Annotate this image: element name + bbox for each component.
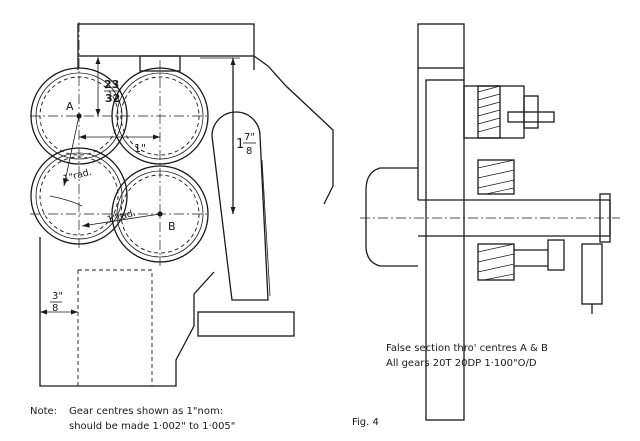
- front-view: A B 23 32 1" 1 7" 8 1"rad. 1"rad. 3" 8: [30, 22, 334, 387]
- caption-line-2: All gears 20T 20DP 1·100"O/D: [386, 358, 537, 369]
- radius-arc-1: [49, 195, 83, 207]
- arrowhead: [95, 57, 101, 64]
- dim-23-32-num: 23: [104, 78, 119, 91]
- arrowhead: [71, 309, 78, 315]
- lower-collar: [547, 239, 565, 271]
- upper-pin: [507, 111, 555, 123]
- note-label: Note:: [30, 406, 57, 417]
- dim-3-8-num: 3": [52, 291, 63, 302]
- middle-bearing-hatch: [477, 159, 515, 195]
- radius-label-2: 1"rad.: [106, 208, 137, 226]
- plate: [425, 79, 465, 421]
- slot-arm-inner: [261, 159, 271, 297]
- caption-line-1: False section thro' centres A & B: [386, 343, 548, 354]
- radius-leader-2: [81, 213, 161, 227]
- radius-label-1: 1"rad.: [62, 167, 93, 185]
- note-line-2: should be made 1·002" to 1·005": [69, 421, 235, 432]
- dim-1-7-8-den: 8: [246, 146, 252, 157]
- shaft-flange: [599, 193, 611, 243]
- arrowhead: [63, 178, 68, 186]
- top-block: [77, 23, 255, 57]
- dim-1in-label: 1": [134, 142, 146, 155]
- hidden-outline: [78, 269, 153, 386]
- arrowhead: [95, 109, 101, 116]
- base-block: [197, 311, 295, 337]
- dim-3-8-den: 8: [52, 303, 58, 314]
- shaft-end: [365, 167, 418, 267]
- arrowhead: [153, 134, 160, 140]
- arrowhead: [40, 309, 47, 315]
- dim-1-7-8-whole: 1: [236, 137, 244, 152]
- dim-1-7-8-num: 7": [244, 132, 255, 143]
- radius-leader-1: [63, 115, 80, 187]
- label-B: B: [168, 220, 176, 233]
- top-tab: [139, 55, 181, 72]
- dim-23-32-den: 32: [105, 92, 120, 105]
- figure-label: Fig. 4: [352, 417, 379, 428]
- lower-bearing-hatch: [477, 243, 515, 281]
- upper-bearing-hatch: [477, 85, 501, 139]
- slot-arm: [211, 111, 269, 301]
- section-view: [360, 23, 620, 421]
- label-A: A: [66, 100, 74, 113]
- arrowhead: [230, 58, 236, 65]
- arrowhead: [82, 222, 90, 228]
- section-top-block: [417, 23, 465, 69]
- arrowhead: [230, 207, 236, 214]
- frame-body-outline: [39, 55, 334, 387]
- arrowhead: [79, 134, 86, 140]
- note-line-1: Gear centres shown as 1"nom:: [69, 406, 223, 417]
- lower-right-plate: [581, 243, 603, 305]
